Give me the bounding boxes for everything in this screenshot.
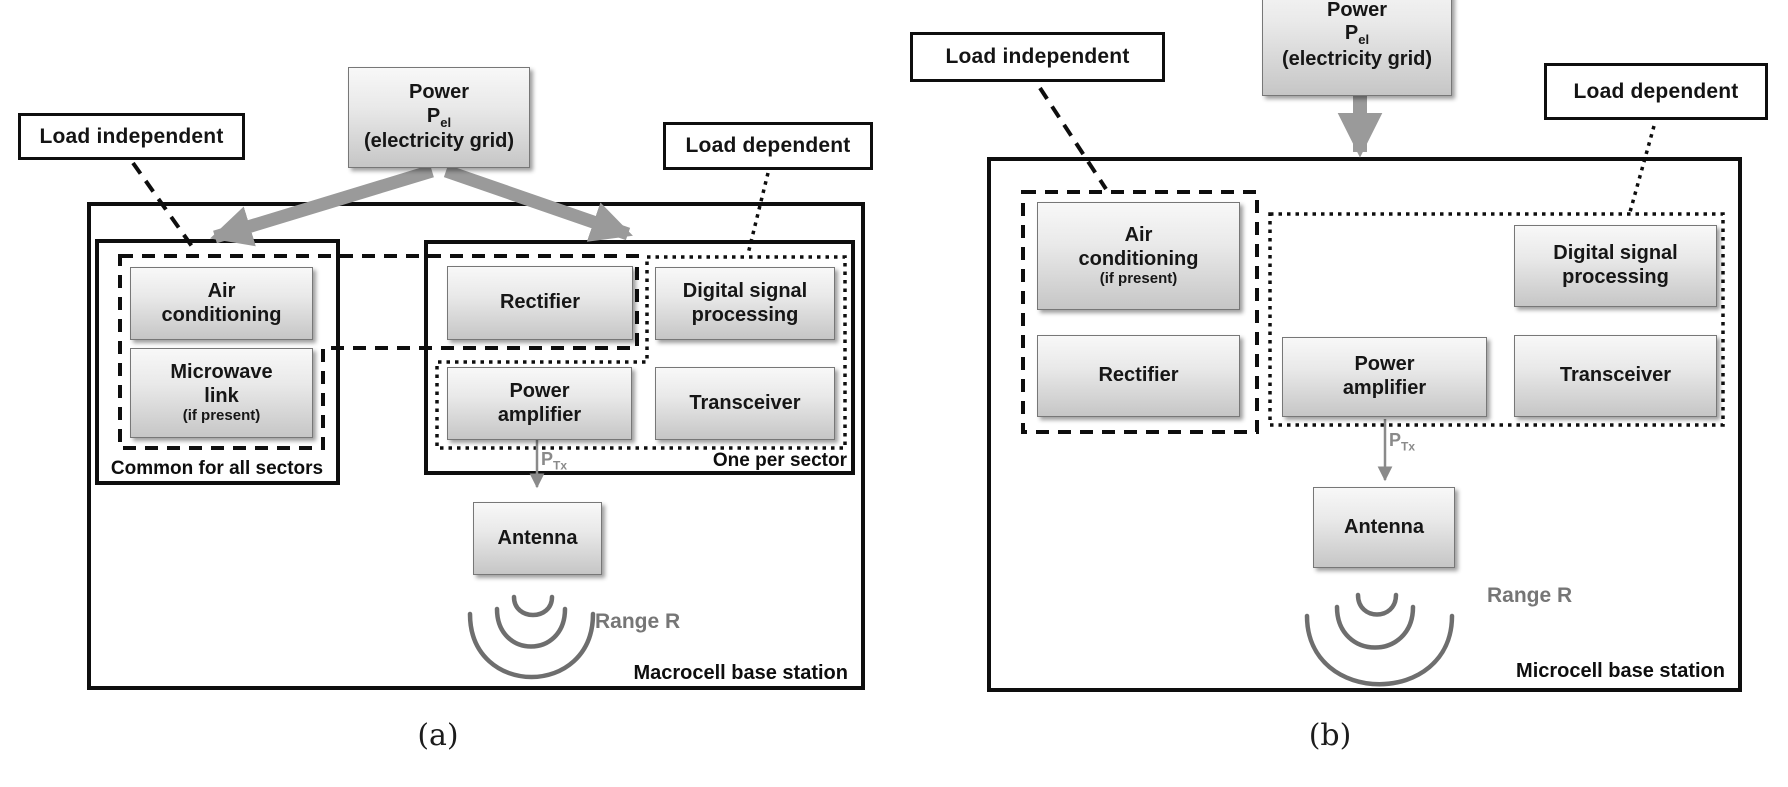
- power-symbol-a: Pel: [426, 104, 452, 130]
- air-conditioning-text-b: Air conditioning: [1078, 224, 1199, 270]
- microwave-link-box: Microwave link (if present): [130, 348, 313, 438]
- power-line1-b: Power: [1326, 0, 1388, 21]
- air-conditioning-box-a: Air conditioning: [130, 267, 313, 340]
- rectifier-text-b: Rectifier: [1098, 364, 1179, 387]
- power-line3-a: (electricity grid): [363, 130, 515, 153]
- air-conditioning-note-b: (if present): [1099, 270, 1178, 288]
- antenna-box-a: Antenna: [473, 502, 602, 575]
- load-independent-label-b: Load independent: [910, 32, 1165, 82]
- dsp-box-b: Digital signal processing: [1514, 225, 1717, 307]
- transceiver-box-b: Transceiver: [1514, 335, 1717, 417]
- dsp-box-a: Digital signal processing: [655, 267, 835, 340]
- load-independent-label-a: Load independent: [18, 113, 245, 160]
- antenna-box-b: Antenna: [1313, 487, 1455, 568]
- caption-b: (b): [1308, 718, 1352, 753]
- transceiver-box-a: Transceiver: [655, 367, 835, 440]
- range-label-b: Range R: [1487, 584, 1573, 607]
- load-dependent-text-b: Load dependent: [1573, 79, 1739, 103]
- range-label-a: Range R: [595, 610, 681, 633]
- ptx-label-a: PTx: [541, 449, 568, 473]
- microwave-link-text: Microwave link: [170, 361, 273, 407]
- rectifier-text-a: Rectifier: [499, 291, 581, 314]
- power-symbol-b: Pel: [1344, 22, 1370, 48]
- caption-a: (a): [417, 718, 459, 753]
- transceiver-text-b: Transceiver: [1559, 364, 1672, 387]
- microwave-link-note: (if present): [182, 407, 261, 425]
- load-dependent-label-b: Load dependent: [1544, 63, 1768, 120]
- antenna-text-a: Antenna: [497, 526, 578, 549]
- rectifier-box-b: Rectifier: [1037, 335, 1240, 417]
- air-conditioning-box-b: Air conditioning (if present): [1037, 202, 1240, 310]
- macrocell-station-label: Macrocell base station: [633, 662, 848, 684]
- ptx-label-b: PTx: [1389, 430, 1416, 454]
- transceiver-text-a: Transceiver: [689, 391, 801, 414]
- power-source-box-a: Power Pel (electricity grid): [348, 67, 530, 168]
- power-amplifier-text-a: Power amplifier: [497, 379, 582, 426]
- rectifier-box-a: Rectifier: [447, 266, 633, 340]
- power-source-box-b: Power Pel (electricity grid): [1262, 0, 1452, 96]
- antenna-text-b: Antenna: [1344, 515, 1424, 538]
- dsp-text-b: Digital signal processing: [1553, 242, 1678, 288]
- load-independent-text-b: Load independent: [945, 45, 1130, 68]
- power-line3-b: (electricity grid): [1281, 47, 1433, 70]
- power-amplifier-text-b: Power amplifier: [1342, 353, 1427, 399]
- load-dependent-text-a: Load dependent: [685, 134, 851, 157]
- power-amplifier-box-b: Power amplifier: [1282, 337, 1487, 417]
- load-independent-text-a: Load independent: [39, 124, 224, 148]
- load-dependent-label-a: Load dependent: [663, 122, 873, 170]
- power-amplifier-box-a: Power amplifier: [447, 367, 632, 440]
- power-line1-a: Power: [408, 81, 470, 104]
- air-conditioning-text-a: Air conditioning: [161, 279, 282, 326]
- one-per-sector-label: One per sector: [712, 450, 847, 471]
- microcell-station-label: Microcell base station: [1516, 660, 1725, 682]
- dsp-text-a: Digital signal processing: [682, 279, 808, 326]
- common-sectors-label: Common for all sectors: [110, 458, 324, 479]
- microcell-outer-box: [987, 157, 1742, 692]
